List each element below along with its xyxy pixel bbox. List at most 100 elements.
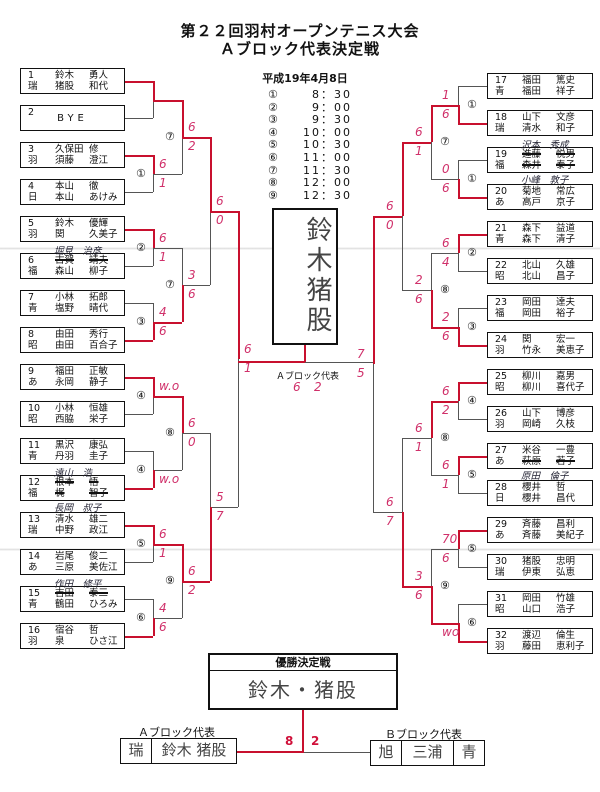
- bracket-line: [458, 252, 459, 271]
- player-2-surname: 竹永: [522, 345, 542, 356]
- score-top: 6: [159, 230, 167, 245]
- bracket-line: [458, 400, 459, 419]
- handwritten-substitute: 長岡 叔子: [54, 503, 102, 514]
- score-top: 4: [159, 304, 167, 319]
- bracket-line: [431, 252, 432, 290]
- bracket-line: [153, 617, 182, 619]
- bracket-line: [431, 104, 433, 142]
- match-number: ⑤: [467, 467, 477, 481]
- entry-number: 13: [28, 514, 41, 525]
- entry-number: 8: [28, 329, 35, 340]
- bracket-line: [458, 493, 487, 494]
- player-2-given: 晴代: [89, 303, 109, 314]
- player-1-given: 雄二: [89, 514, 109, 525]
- player-2-given: 百合子: [89, 340, 118, 351]
- schedule-time: 8：30: [312, 88, 352, 101]
- schedule-match-number: ③: [268, 113, 280, 127]
- match-number: ②: [136, 240, 146, 254]
- bracket-line: [210, 136, 212, 211]
- player-1-surname: 本山: [55, 181, 75, 192]
- player-2-given: 栄子: [89, 414, 109, 425]
- page-title: 第２２回羽村オープンテニス大会: [180, 22, 420, 40]
- player-2-surname: 猪股: [55, 81, 75, 92]
- entry-club: 福: [28, 266, 38, 277]
- player-1-given: 恒雄: [89, 403, 109, 414]
- handwritten-substitute: 原田 倫子: [521, 471, 569, 482]
- player-1-given: 久雄: [556, 260, 576, 271]
- bracket-line: [402, 437, 403, 512]
- entry-club: 青: [28, 599, 38, 610]
- player-2-given: 美佐江: [89, 562, 118, 573]
- bracket-line: [238, 361, 305, 363]
- match-number: ⑧: [165, 425, 175, 439]
- player-1-given: 哲: [89, 625, 99, 636]
- schedule-match-number: ①: [268, 88, 280, 101]
- player-2-given: 祥子: [556, 86, 576, 97]
- b-club-left: 旭: [371, 741, 402, 765]
- entry-club: 瑞: [28, 81, 38, 92]
- player-2-given: 政江: [89, 525, 109, 536]
- player-2-surname: 岡田: [522, 308, 542, 319]
- bracket-line: [153, 377, 155, 396]
- player-1-given: 篤史: [556, 75, 576, 86]
- entry-club: あ: [28, 562, 38, 573]
- championship-box: 優勝決定戦 鈴木・猪股: [208, 653, 398, 710]
- entry-number: 1: [28, 70, 35, 81]
- score-bottom: 0: [188, 434, 196, 449]
- player-1-given: 宏一: [556, 334, 576, 345]
- bracket-line: [125, 488, 153, 490]
- bracket-line: [182, 284, 210, 286]
- match-number: ①: [136, 166, 146, 180]
- player-1-surname: 小林: [55, 403, 75, 414]
- match-number: ⑦: [440, 134, 450, 148]
- bracket-line: [153, 321, 182, 324]
- score-top: 6: [188, 563, 196, 578]
- entry-club: 日: [495, 493, 505, 504]
- a-name: 鈴木 猪股: [161, 741, 227, 759]
- schedule-match-number: ⑥: [268, 151, 280, 164]
- bracket-line: [402, 141, 431, 144]
- bracket-line: [210, 432, 211, 507]
- player-2-surname: 関: [55, 229, 65, 240]
- entry-number: 19: [495, 149, 508, 160]
- player-2-given: 和子: [556, 123, 576, 134]
- player-2-surname: 北山: [522, 271, 542, 282]
- bracket-line: [182, 543, 184, 581]
- player-2-given: 恵利子: [556, 641, 585, 652]
- player-2-surname: 本山: [55, 192, 75, 203]
- entry-club: 福: [28, 488, 38, 499]
- bracket-line: [431, 622, 458, 625]
- score-top: 0: [442, 161, 450, 176]
- score-top: w.o: [159, 378, 180, 393]
- match-number: ③: [467, 319, 477, 333]
- score-top: 6: [442, 383, 450, 398]
- entry-number: 12: [28, 477, 41, 488]
- player-1-given: 昌利: [556, 519, 576, 530]
- championship-winner: 鈴木・猪股: [248, 678, 358, 702]
- entry-club: 瑞: [495, 123, 505, 134]
- player-2-surname: 西脇: [55, 414, 75, 425]
- schedule-match-number: ⑧: [268, 176, 280, 190]
- player-1-surname: 黒沢: [55, 440, 75, 451]
- entry-number: 31: [495, 593, 508, 604]
- schedule-time: 11：00: [303, 151, 352, 164]
- player-1-given: 哲: [556, 482, 566, 493]
- bracket-line: [182, 432, 183, 470]
- player-2-surname: 森下: [522, 234, 542, 245]
- bracket-line: [153, 155, 155, 174]
- handwritten-substitute: 堀見 治彦: [54, 246, 102, 257]
- match-number: ⑨: [165, 573, 175, 587]
- player-2-surname: 清水: [522, 123, 542, 134]
- match-number: ④: [136, 388, 146, 402]
- player-1-given: 俊二: [89, 551, 109, 562]
- player-1-surname: 岡田: [522, 593, 542, 604]
- bracket-line: [153, 247, 154, 266]
- schedule-match-number: ⑦: [268, 163, 280, 177]
